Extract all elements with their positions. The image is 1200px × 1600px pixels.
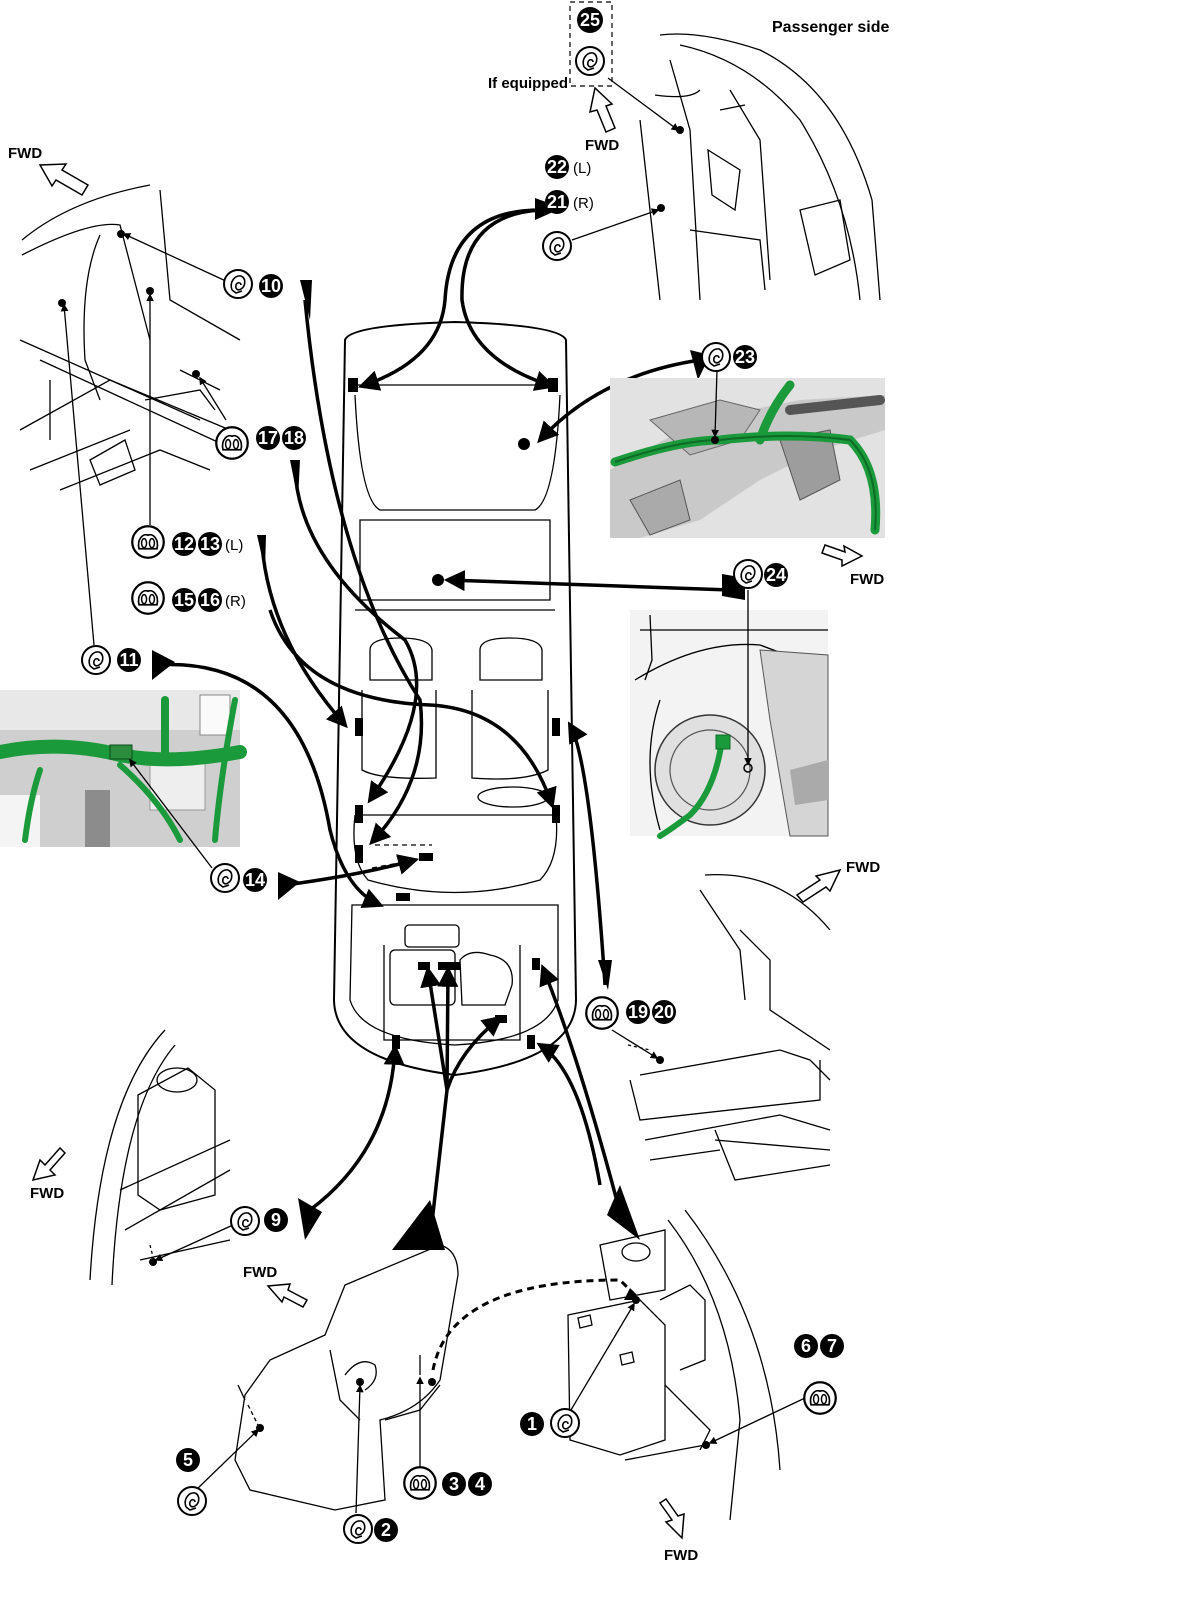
wire-clip-icon [343, 1514, 373, 1544]
svg-text:6: 6 [801, 1336, 811, 1356]
callout-13: 13 [198, 532, 222, 556]
callout-22: 22 [545, 155, 569, 179]
callout-5: 5 [176, 1448, 200, 1472]
svg-text:5: 5 [183, 1450, 193, 1470]
callout-16: 16 [198, 588, 222, 612]
wire-clip-icon [403, 1466, 437, 1500]
routing-arrows [152, 198, 745, 1250]
wire-clip-icon [210, 863, 240, 893]
callout-25: 25 [577, 7, 603, 33]
wire-clip-icon [131, 581, 165, 615]
forward-arrow-icon [589, 86, 616, 133]
forward-arrow-icon [31, 1146, 67, 1182]
fwd-label-engine: FWD [243, 1264, 277, 1281]
svg-text:1: 1 [527, 1414, 537, 1434]
wire-clip-icon [223, 269, 253, 299]
text-labels: Passenger side If equipped FWD FWD FWD F… [8, 19, 890, 1564]
fwd-label-fender: FWD [30, 1185, 64, 1202]
svg-text:4: 4 [475, 1474, 485, 1494]
svg-text:15: 15 [174, 590, 194, 610]
callout-19: 19 [626, 1000, 650, 1024]
detail-passenger-side-pillar [569, 1, 881, 301]
forward-arrow-icon [658, 1497, 685, 1540]
forward-arrow-icon [795, 868, 842, 903]
svg-text:14: 14 [245, 870, 265, 890]
wire-clip-icon [733, 559, 763, 589]
svg-text:2: 2 [381, 1520, 391, 1540]
forward-arrow-icon [38, 163, 90, 197]
if-equipped-label: If equipped [488, 75, 568, 92]
forward-arrow-icon [266, 1283, 309, 1309]
right-side-label-21: (R) [573, 195, 594, 212]
callout-6: 6 [794, 1334, 818, 1358]
detail-rear-floor [611, 868, 842, 1181]
callout-4: 4 [468, 1472, 492, 1496]
wire-clip-icon [81, 645, 111, 675]
svg-text:3: 3 [449, 1474, 459, 1494]
svg-text:17: 17 [258, 428, 278, 448]
wire-clip-icon [575, 46, 605, 76]
detail-battery-area [567, 1209, 806, 1540]
svg-text:24: 24 [766, 565, 786, 585]
svg-text:10: 10 [261, 276, 281, 296]
svg-text:9: 9 [271, 1210, 281, 1230]
fwd-label-rear-floor: FWD [846, 859, 880, 876]
wire-clip-icon [803, 1381, 837, 1415]
wire-clip-icon [542, 231, 572, 261]
fwd-label-battery: FWD [664, 1547, 698, 1564]
callout-21: 21 [545, 190, 569, 214]
photo-detail-24 [630, 590, 829, 839]
fwd-label-top-right: FWD [585, 137, 619, 154]
callout-3: 3 [442, 1472, 466, 1496]
callout-1: 1 [520, 1412, 544, 1436]
photo-detail-23 [610, 369, 885, 568]
forward-arrow-icon [821, 544, 864, 568]
callout-14: 14 [243, 868, 267, 892]
wire-clip-icon [215, 426, 249, 460]
callout-numbers: 25 22 21 10 17 18 12 13 15 16 11 23 24 1… [117, 7, 844, 1542]
callout-23: 23 [733, 345, 757, 369]
wire-clip-icon [131, 525, 165, 559]
fwd-label-photo-23: FWD [850, 571, 884, 588]
svg-text:25: 25 [580, 10, 600, 30]
left-side-label-12-13: (L) [225, 537, 243, 554]
callout-20: 20 [652, 1000, 676, 1024]
svg-text:20: 20 [654, 1002, 674, 1022]
callout-12: 12 [172, 532, 196, 556]
left-side-label-22: (L) [573, 160, 591, 177]
right-side-label-15-16: (R) [225, 593, 246, 610]
photo-detail-14 [0, 690, 247, 869]
svg-text:11: 11 [119, 650, 138, 670]
svg-text:22: 22 [547, 157, 567, 177]
wire-clip-icon [230, 1206, 260, 1236]
wire-clip-icon [585, 996, 619, 1030]
callout-17: 17 [256, 426, 280, 450]
wire-clip-icon [701, 342, 731, 372]
svg-text:7: 7 [827, 1336, 837, 1356]
svg-text:19: 19 [628, 1002, 648, 1022]
svg-text:12: 12 [174, 534, 194, 554]
callout-2: 2 [374, 1518, 398, 1542]
callout-10: 10 [259, 274, 283, 298]
wire-clip-icon [177, 1486, 207, 1516]
svg-text:16: 16 [200, 590, 220, 610]
svg-text:23: 23 [735, 347, 755, 367]
callout-11: 11 [117, 648, 141, 672]
detail-front-left-body [19, 163, 241, 646]
callout-9: 9 [264, 1208, 288, 1232]
detail-front-left-fender [31, 1029, 234, 1286]
svg-text:13: 13 [200, 534, 220, 554]
svg-text:18: 18 [284, 428, 304, 448]
passenger-side-label: Passenger side [772, 19, 890, 36]
callout-15: 15 [172, 588, 196, 612]
svg-text:21: 21 [547, 192, 567, 212]
wire-clip-icon [550, 1408, 580, 1438]
callout-24: 24 [764, 563, 788, 587]
callout-7: 7 [820, 1334, 844, 1358]
callout-18: 18 [282, 426, 306, 450]
fwd-label-top-left: FWD [8, 145, 42, 162]
